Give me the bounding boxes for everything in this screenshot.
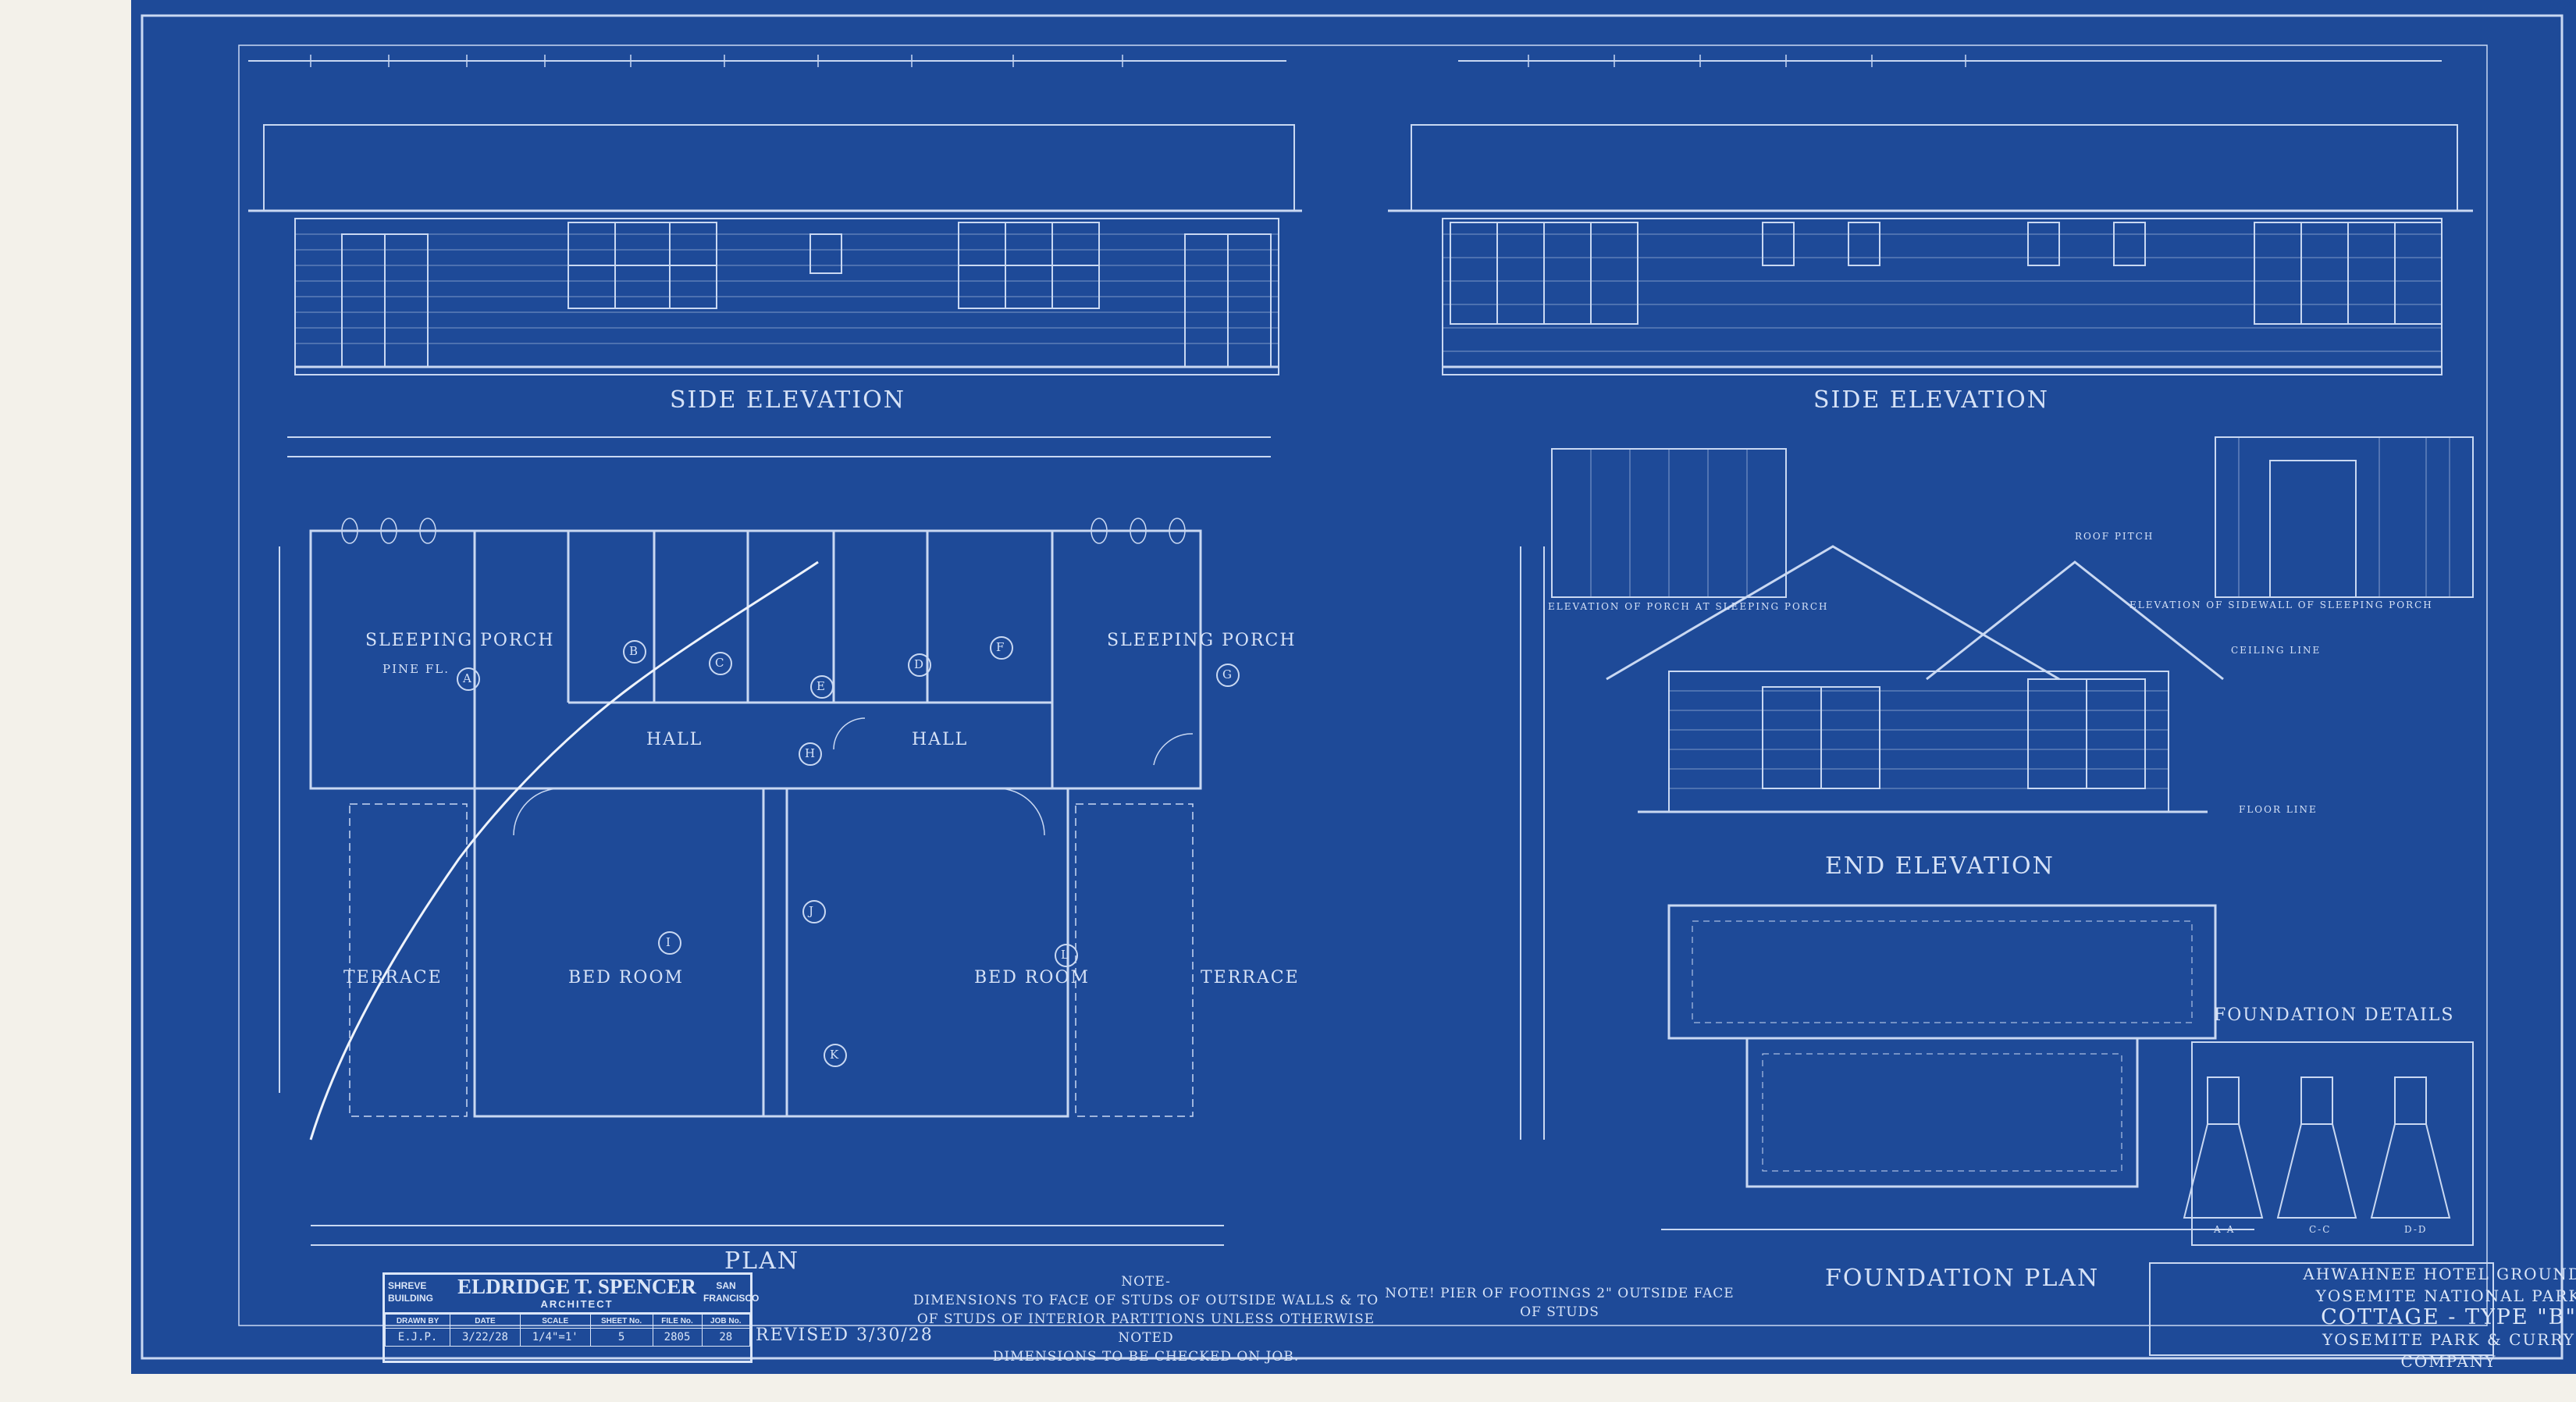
room-bed-room-left: BED ROOM xyxy=(568,968,685,987)
project-owner: YOSEMITE PARK & CURRY COMPANY xyxy=(2322,1330,2576,1371)
notes-block: NOTE- DIMENSIONS TO FACE OF STUDS OF OUT… xyxy=(912,1272,1380,1366)
header-drawn-by: DRAWN BY xyxy=(384,1314,451,1329)
value-job-no: 28 xyxy=(701,1328,751,1347)
header-sheet-no: SHEET No. xyxy=(589,1314,653,1329)
notes-heading: NOTE- xyxy=(1121,1274,1171,1290)
key-f: F xyxy=(996,640,1006,654)
project-line-2: YOSEMITE NATIONAL PARK xyxy=(2315,1286,2576,1305)
section-a-a: A-A xyxy=(2214,1224,2236,1235)
floor-plan xyxy=(309,529,1202,1118)
revised-date: REVISED 3/30/28 xyxy=(756,1325,934,1345)
header-date: DATE xyxy=(450,1314,521,1329)
project-title-block: AHWAHNEE HOTEL GROUNDS YOSEMITE NATIONAL… xyxy=(2281,1263,2576,1372)
room-bed-room-right: BED ROOM xyxy=(974,968,1091,987)
project-cottage-type: COTTAGE - TYPE "B" xyxy=(2321,1305,2576,1329)
section-c-c: C-C xyxy=(2309,1224,2332,1235)
sidewall-elevation-title: ELEVATION OF SIDEWALL OF SLEEPING PORCH xyxy=(2129,600,2433,610)
key-l: L xyxy=(1061,948,1070,962)
footing-note-line-1: NOTE! PIER OF FOOTINGS 2" OUTSIDE FACE xyxy=(1385,1286,1735,1301)
ceiling-line-label: CEILING LINE xyxy=(2231,645,2322,656)
value-drawn-by: E.J.P. xyxy=(384,1328,451,1347)
footing-note: NOTE! PIER OF FOOTINGS 2" OUTSIDE FACE O… xyxy=(1380,1284,1739,1322)
key-a: A xyxy=(463,671,473,685)
section-d-d: D-D xyxy=(2404,1224,2428,1235)
side-elevation-right xyxy=(1388,124,2473,375)
foundation-details xyxy=(2183,1041,2474,1246)
project-line-1: AHWAHNEE HOTEL GROUNDS xyxy=(2303,1265,2576,1283)
dimension-ticks-top xyxy=(310,55,1966,67)
value-file-no: 2805 xyxy=(652,1328,703,1347)
value-date: 3/22/28 xyxy=(450,1328,521,1347)
key-c: C xyxy=(715,656,726,670)
key-j: J xyxy=(809,904,816,918)
foundation-plan xyxy=(1667,904,2217,1188)
title-block-building: SHREVE BUILDING xyxy=(388,1280,433,1304)
notes-line-3: DIMENSIONS TO BE CHECKED ON JOB. xyxy=(992,1349,1300,1365)
key-i: I xyxy=(666,935,672,949)
inner-border xyxy=(238,44,2488,1326)
foundation-details-title: FOUNDATION DETAILS xyxy=(2214,1005,2455,1025)
key-g: G xyxy=(1222,667,1233,681)
notes-line-2: OF STUDS OF INTERIOR PARTITIONS UNLESS O… xyxy=(916,1311,1375,1346)
architect-role: ARCHITECT xyxy=(540,1298,614,1310)
room-hall-left: HALL xyxy=(646,730,703,749)
porch-elevation-title: ELEVATION OF PORCH AT SLEEPING PORCH xyxy=(1548,601,1829,612)
sidewall-elevation xyxy=(2215,436,2474,598)
notes-line-1: DIMENSIONS TO FACE OF STUDS OF OUTSIDE W… xyxy=(913,1293,1379,1308)
title-block-city: SAN FRANCISCO xyxy=(703,1280,760,1304)
side-elevation-left-title: SIDE ELEVATION xyxy=(670,386,906,414)
key-b: B xyxy=(629,644,640,658)
floor-note-pine: PINE FL. xyxy=(382,662,450,676)
end-elevation-title: END ELEVATION xyxy=(1825,852,2055,880)
paper-crease xyxy=(309,560,819,1140)
plan-title: PLAN xyxy=(724,1247,800,1275)
roof-pitch-label: ROOF PITCH xyxy=(2075,531,2154,542)
side-elevation-right-title: SIDE ELEVATION xyxy=(1813,386,2049,414)
blueprint-drawing xyxy=(141,14,2564,1360)
floor-line-label: FLOOR LINE xyxy=(2239,804,2318,815)
outer-border xyxy=(141,14,2564,1360)
architect-name: ELDRIDGE T. SPENCER xyxy=(457,1275,696,1298)
key-k: K xyxy=(830,1048,841,1062)
header-job-no: JOB No. xyxy=(701,1314,751,1329)
title-block-table: DRAWN BY DATE SCALE SHEET No. FILE No. J… xyxy=(384,1314,751,1347)
architect-title-block: SHREVE BUILDING ELDRIDGE T. SPENCER ARCH… xyxy=(382,1272,760,1363)
key-d: D xyxy=(914,657,926,671)
header-file-no: FILE No. xyxy=(652,1314,703,1329)
footing-note-line-2: OF STUDS xyxy=(1520,1304,1599,1320)
room-key-circles xyxy=(457,636,1240,1067)
room-hall-right: HALL xyxy=(912,730,969,749)
porch-elevation xyxy=(1551,448,1787,598)
room-sleeping-porch-left: SLEEPING PORCH xyxy=(365,631,555,650)
blueprint-sheet: SIDE ELEVATION SIDE ELEVATION END ELEVAT… xyxy=(131,0,2576,1374)
header-scale: SCALE xyxy=(519,1314,591,1329)
key-h: H xyxy=(805,746,817,760)
value-scale: 1/4"=1' xyxy=(519,1328,591,1347)
key-e: E xyxy=(817,679,827,693)
terrace-right: TERRACE xyxy=(1201,968,1300,987)
terrace-left: TERRACE xyxy=(343,968,443,987)
foundation-plan-title: FOUNDATION PLAN xyxy=(1825,1265,2100,1292)
side-elevation-left xyxy=(248,124,1302,375)
end-elevation xyxy=(1606,545,2224,813)
room-sleeping-porch-right: SLEEPING PORCH xyxy=(1107,631,1297,650)
value-sheet-no: 5 xyxy=(589,1328,653,1347)
